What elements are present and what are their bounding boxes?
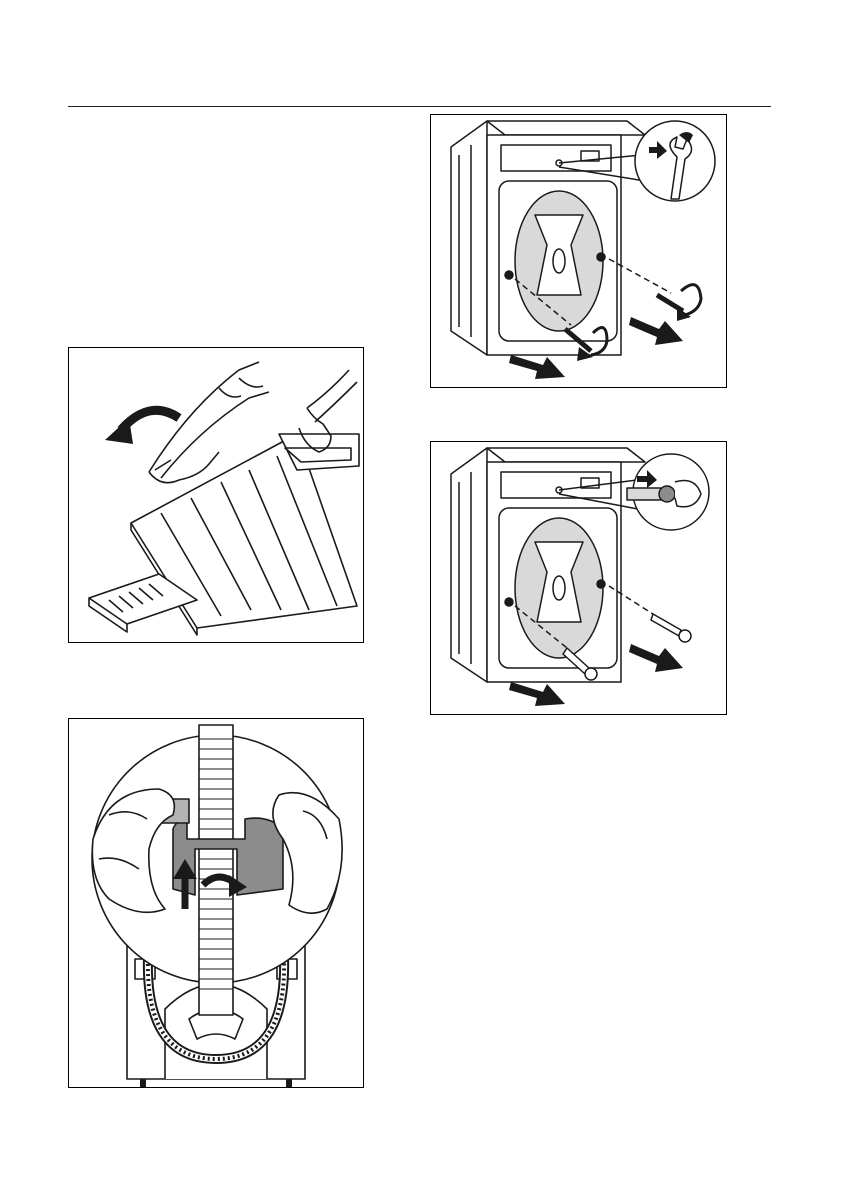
pull-arrow-left-icon xyxy=(509,355,565,379)
cabinet-side xyxy=(451,448,487,682)
pull-arrow-left-icon xyxy=(509,682,565,706)
pull-arrow-right-icon xyxy=(629,644,683,672)
cabinet-side xyxy=(451,121,487,355)
bolt-hole-right xyxy=(597,253,605,261)
tilt-washer-illustration xyxy=(69,348,363,642)
tilt-machine-figure xyxy=(68,347,364,643)
cabinet-top xyxy=(487,448,645,462)
bolt-hole-left xyxy=(505,271,513,279)
bolt-hole-left xyxy=(505,598,513,606)
rotate-arrowhead-icon xyxy=(105,418,133,444)
transit-bolt-right xyxy=(651,614,681,636)
drain-hose xyxy=(199,725,233,1015)
rotate-right-icon xyxy=(681,285,701,315)
header-rule xyxy=(68,106,771,107)
bolt-extract-illustration xyxy=(431,442,726,714)
bolt-hole-right xyxy=(597,580,605,588)
hole-plug xyxy=(627,488,661,500)
hose-clip-illustration xyxy=(69,719,363,1087)
cabinet-top xyxy=(487,121,645,135)
pull-out-transit-bolts-figure xyxy=(430,441,727,715)
right-arm xyxy=(307,370,357,422)
pull-arrow-right-icon xyxy=(629,317,683,345)
remove-hose-holder-figure xyxy=(68,718,364,1088)
wrench-bolt-illustration xyxy=(431,115,726,387)
unscrew-transit-bolts-figure xyxy=(430,114,727,388)
